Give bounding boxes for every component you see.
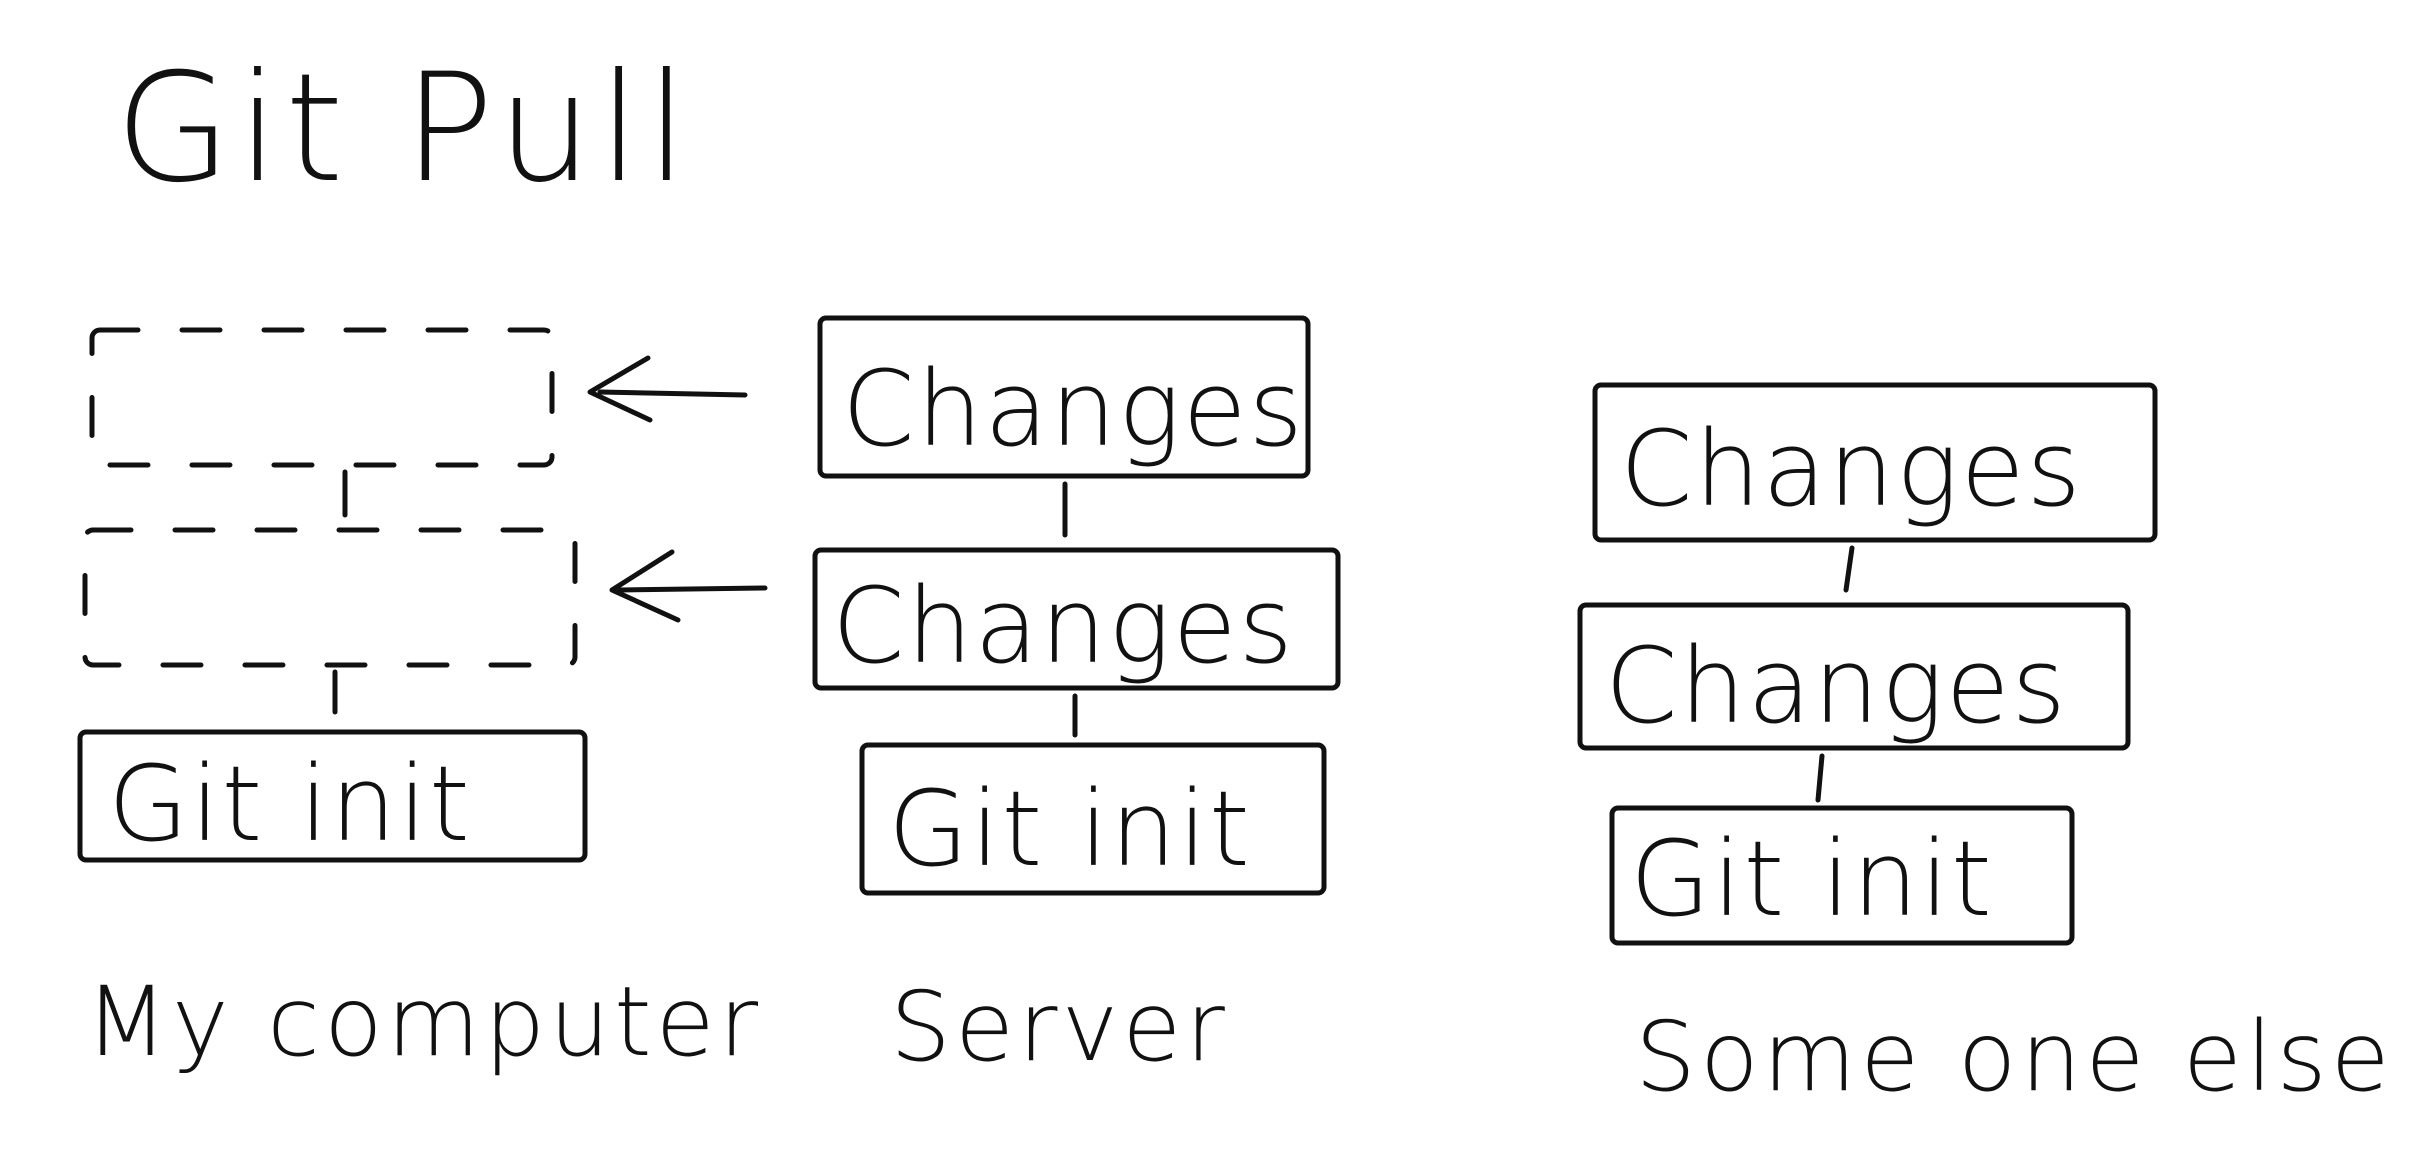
pending-commit-box-top: [89, 327, 555, 468]
other-git-init-box: [1609, 805, 2075, 946]
other-changes-box-top: [1592, 382, 2158, 543]
pull-arrow-top: [587, 355, 748, 423]
some-one-else-label: Some one else: [1635, 1001, 2394, 1113]
server-git-init-label: Git init: [888, 768, 1252, 890]
server-changes-box-bottom: [812, 547, 1341, 691]
server-changes-box-top: [817, 315, 1311, 479]
my-computer-git-init-label: Git init: [108, 743, 472, 865]
other-changes-box-bottom: [1577, 602, 2131, 751]
server-changes-label-top: Changes: [842, 348, 1305, 470]
pending-commit-box-bottom: [82, 527, 578, 668]
other-connector-top: [1843, 545, 1855, 593]
other-changes-label-top: Changes: [1620, 408, 2083, 530]
my-computer-git-init-box: [77, 729, 588, 863]
server-label: Server: [890, 971, 1229, 1083]
other-git-init-label: Git init: [1630, 818, 1994, 940]
my-computer-column: Git init My computer: [77, 327, 762, 1078]
diagram-title: Git Pull: [115, 42, 694, 216]
other-connector-bottom: [1815, 753, 1825, 803]
server-git-init-box: [859, 742, 1327, 896]
server-changes-label-bottom: Changes: [832, 565, 1295, 687]
server-column: Changes Changes Git init Server: [812, 315, 1341, 1083]
other-changes-label-bottom: Changes: [1605, 625, 2068, 747]
my-computer-label: My computer: [85, 966, 762, 1078]
pull-arrow-bottom: [609, 549, 768, 623]
some-one-else-column: Changes Changes Git init Some one else: [1577, 382, 2394, 1113]
